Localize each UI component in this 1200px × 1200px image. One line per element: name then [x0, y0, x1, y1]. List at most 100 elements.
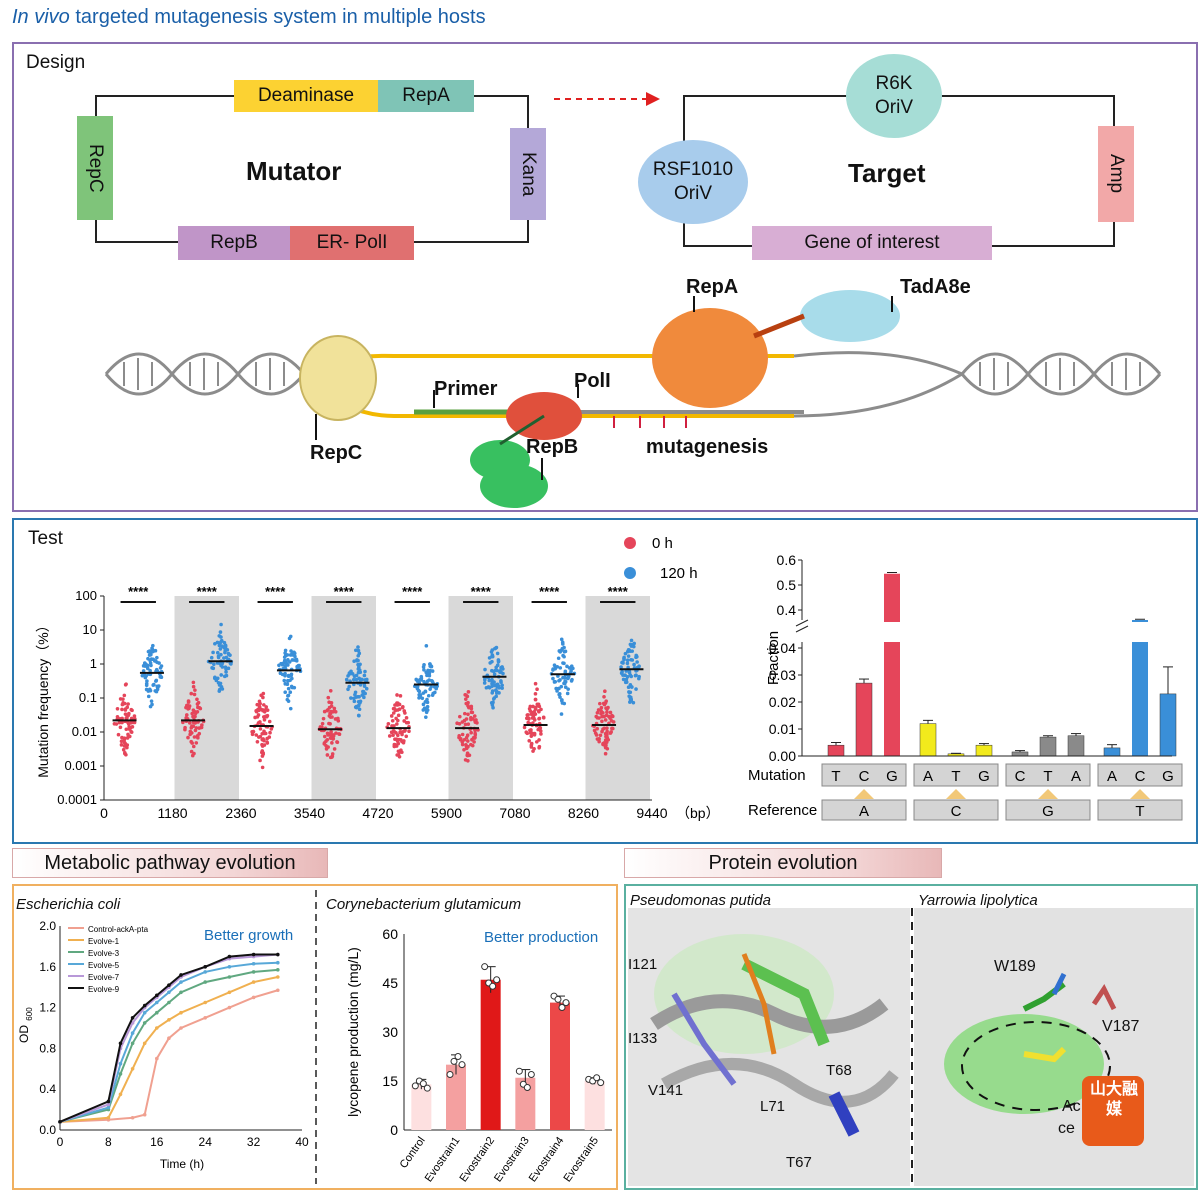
data-point: [227, 652, 231, 657]
axis-break: [795, 625, 809, 633]
data-point: [605, 732, 609, 737]
reference-row-cell: [1097, 799, 1183, 821]
data-point: [559, 712, 564, 716]
data-point: [419, 676, 424, 681]
data-point: [352, 696, 356, 701]
data-point: [396, 701, 400, 706]
data-point: [395, 722, 399, 726]
data-point: [218, 647, 223, 651]
data-point: [566, 676, 570, 681]
data-point: [223, 643, 228, 648]
lycopene-replicate: [593, 1074, 601, 1082]
significance-label: ****: [197, 584, 218, 599]
data-point: [603, 751, 608, 756]
data-point: [356, 645, 360, 649]
data-point: [330, 741, 334, 745]
data-point: [603, 689, 607, 694]
data-point: [189, 691, 194, 696]
data-point: [396, 733, 400, 737]
data-point: [194, 741, 199, 745]
data-point: [466, 739, 470, 743]
data-point: [346, 687, 350, 692]
growth-legend-label: Evolve-7: [88, 973, 120, 982]
data-point: [286, 693, 291, 698]
data-point: [605, 726, 609, 730]
lycopene-bar: [480, 979, 501, 1130]
data-point: [493, 646, 498, 651]
data-point: [153, 648, 158, 653]
growth-point: [227, 990, 232, 995]
lycopene-x-tick: Evostrain5: [561, 1135, 601, 1184]
growth-point: [203, 1016, 207, 1020]
data-point: [634, 655, 638, 659]
y-tick-label: 0.4: [777, 602, 797, 618]
data-point: [192, 735, 197, 739]
putida-label: Pseudomonas putida: [630, 892, 771, 909]
data-point: [331, 736, 336, 741]
data-point: [362, 695, 366, 700]
growth-point: [179, 990, 183, 995]
significance-label: ****: [608, 584, 629, 599]
data-point: [428, 687, 432, 691]
data-point: [492, 672, 497, 677]
data-point: [463, 722, 468, 727]
residue-v141: V141: [648, 1082, 684, 1099]
data-point: [390, 719, 395, 723]
data-point: [528, 704, 533, 709]
data-point: [327, 700, 331, 704]
lycopene-replicate: [454, 1053, 462, 1060]
data-point: [570, 677, 574, 682]
data-point: [127, 727, 132, 731]
data-point: [347, 684, 352, 689]
lycopene-y-tick: 0: [390, 1122, 398, 1138]
repc-box: RepC: [77, 116, 113, 220]
data-point: [358, 701, 362, 705]
data-point: [127, 734, 132, 739]
data-point: [603, 744, 608, 748]
data-point: [259, 707, 263, 712]
data-point: [500, 683, 504, 688]
data-point: [219, 622, 223, 627]
data-point: [634, 673, 638, 677]
residue-i133: I133: [628, 1030, 658, 1047]
growth-point: [203, 980, 207, 984]
growth-point: [227, 965, 232, 969]
data-point: [216, 654, 221, 659]
growth-point: [227, 1005, 232, 1010]
data-point: [257, 735, 261, 739]
growth-point: [251, 952, 256, 957]
growth-point: [276, 968, 280, 972]
data-point: [154, 678, 159, 683]
data-point: [150, 649, 154, 654]
data-point: [387, 734, 392, 738]
data-point: [122, 693, 127, 698]
data-point: [389, 714, 394, 718]
data-point: [148, 658, 152, 663]
data-point: [463, 711, 467, 716]
data-point: [531, 749, 535, 753]
repb-box: RepB: [178, 226, 290, 260]
data-point: [283, 682, 288, 686]
data-point: [490, 677, 494, 682]
data-point: [115, 706, 120, 711]
bar: [827, 744, 845, 757]
y-tick-label: 0.00: [769, 748, 796, 764]
data-point: [632, 641, 637, 646]
data-point: [357, 676, 361, 681]
data-point: [629, 657, 633, 662]
y-tick-label: 100: [75, 588, 97, 603]
data-point: [557, 678, 561, 683]
data-point: [427, 671, 432, 675]
data-point: [391, 711, 396, 715]
growth-point: [179, 1026, 183, 1030]
data-point: [458, 714, 462, 719]
data-point: [224, 670, 228, 674]
design-label: Design: [26, 52, 86, 73]
data-point: [424, 644, 429, 648]
data-point: [286, 663, 290, 667]
data-point: [551, 676, 555, 681]
data-point: [318, 725, 323, 729]
data-point: [406, 720, 411, 725]
data-point: [610, 726, 615, 731]
x-tick-label: 7080: [499, 805, 530, 821]
